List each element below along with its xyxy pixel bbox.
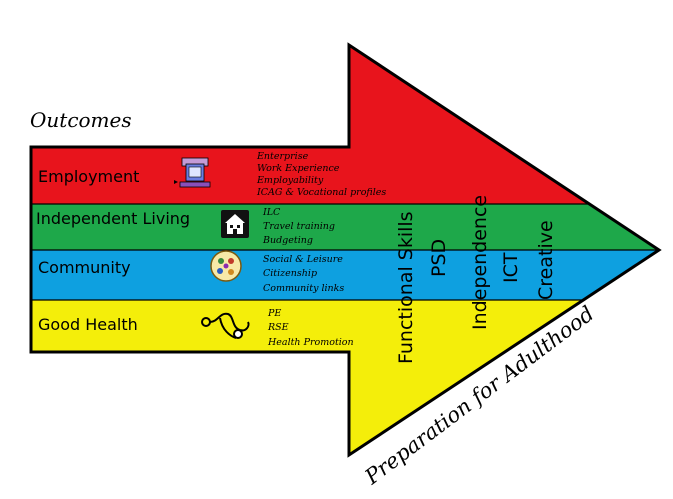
list-item: ICAG & Vocational profiles [256,187,386,198]
list-item: Employability [256,175,324,186]
independent-living-items: ILC Travel training Budgeting [262,207,335,246]
list-item: Travel training [263,221,335,232]
list-item: Citizenship [263,268,317,279]
list-item: PE [267,308,281,319]
band-independent-living [31,204,659,250]
vertical-label-functional-skills: Functional Skills [395,211,417,364]
stethoscope-icon [201,312,250,339]
list-item: Enterprise [256,151,309,162]
list-item: Community links [263,283,344,294]
list-item: Budgeting [262,235,313,246]
list-item: Work Experience [257,163,340,174]
vertical-label-independence: Independence [469,195,491,330]
good-health-items: PE RSE Health Promotion [267,308,354,348]
list-item: Health Promotion [267,337,354,348]
community-items: Social & Leisure Citizenship Community l… [263,254,344,294]
house-icon [221,210,249,238]
vertical-label-creative: Creative [535,220,557,300]
vertical-label-ict: ICT [500,252,522,283]
arrow-outline [29,42,662,458]
band-label-independent-living: Independent Living [36,209,190,228]
vertical-label-psd: PSD [428,239,450,277]
band-community [31,250,659,300]
computer-icon [174,157,211,188]
community-badge-icon [210,250,242,282]
band-label-good-health: Good Health [38,315,138,334]
band-label-community: Community [38,258,131,277]
employment-items: Enterprise Work Experience Employability… [256,151,386,198]
list-item: Social & Leisure [263,254,343,265]
band-dividers [31,203,659,301]
list-item: RSE [267,322,289,333]
list-item: ILC [262,207,281,218]
outcomes-title: Outcomes [30,108,132,132]
band-label-employment: Employment [38,167,139,186]
